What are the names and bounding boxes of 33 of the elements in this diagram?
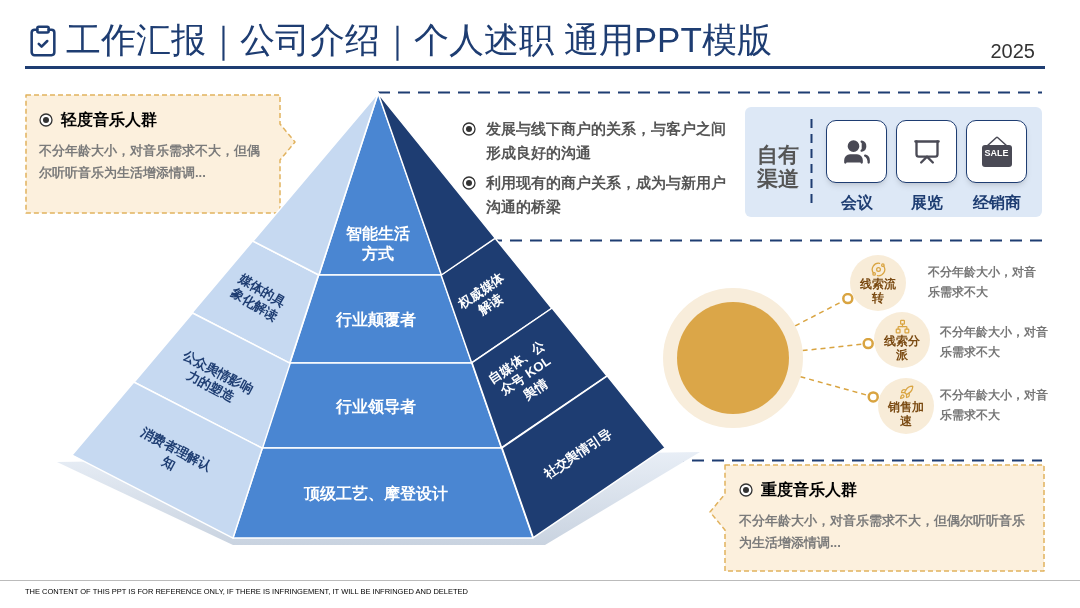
sign-text: SALE xyxy=(983,148,1010,158)
callout-text: 不分年龄大小，对音乐需求不大，但偶尔听听音乐为生活增添情调... xyxy=(39,142,261,182)
face-label: 消费者理解认知 xyxy=(137,423,216,477)
callout-text: 不分年龄大小，对音乐需求不大，但偶尔听听音乐为生活增添情调... xyxy=(739,512,1026,552)
dashed-connector xyxy=(801,337,874,352)
bullet-text: 利用现有的商户关系，成为与新用户沟通的桥梁 xyxy=(486,173,727,217)
face-label: 智能生活方式 xyxy=(345,224,411,264)
channel-label: 会议 xyxy=(840,193,873,213)
page-title: 工作汇报｜公司介绍｜个人述职 通用PPT模版 xyxy=(66,19,772,62)
face-label: 行业颠覆者 xyxy=(336,310,416,330)
callout-heading: 轻度音乐人群 xyxy=(61,110,157,130)
callout-heading: 重度音乐人群 xyxy=(761,480,857,500)
face-label: 权威媒体解读 xyxy=(454,268,508,320)
channel-label: 经销商 xyxy=(972,193,1021,213)
feature-label: 线索流转 xyxy=(859,276,897,305)
dashed-connector xyxy=(799,375,879,403)
dashed-connector xyxy=(794,292,854,327)
year-label: 2025 xyxy=(990,39,1035,64)
bullet-text: 发展与线下商户的关系，与客户之间形成良好的沟通 xyxy=(486,119,727,163)
channel-panel xyxy=(745,107,1042,217)
channel-label: 展览 xyxy=(910,193,943,213)
face-label: 顶级工艺、摩登设计 xyxy=(302,484,449,504)
face-label: 媒体的具象化解读 xyxy=(226,269,290,326)
face-label: 自媒体、公众号 KOL舆情 xyxy=(484,336,555,405)
feature-description: 不分年龄大小，对音乐需求不大 xyxy=(940,387,1049,424)
face-label: 行业领导者 xyxy=(336,397,416,417)
feature-label: 销售加速 xyxy=(887,399,925,428)
face-label: 社交舆情引导 xyxy=(540,424,616,484)
feature-description: 不分年龄大小，对音乐需求不大 xyxy=(928,264,1037,301)
panel-title: 自有渠道 xyxy=(757,143,800,191)
face-label: 公众舆情影响力的塑造 xyxy=(179,346,258,408)
feature-description: 不分年龄大小，对音乐需求不大 xyxy=(940,324,1049,361)
feature-label: 线索分派 xyxy=(883,333,921,362)
